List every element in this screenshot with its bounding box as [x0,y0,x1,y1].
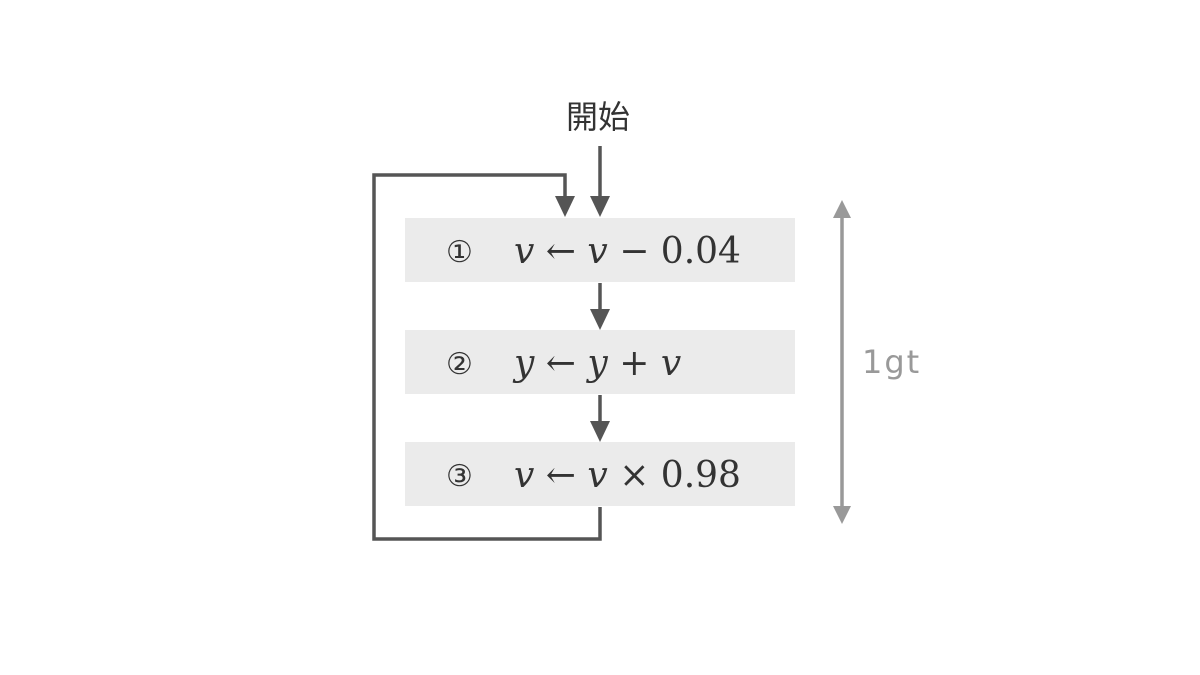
formula-operator: ← [534,455,587,496]
step-number-2: ② [446,347,473,382]
arrow-step1-to-step2 [590,283,610,330]
formula-variable: v [514,455,534,496]
formula-variable: v [587,455,607,496]
formula-operator: × 0.98 [608,455,741,496]
step-formula-1: v ← v − 0.04 [514,231,741,272]
step-number-3: ③ [446,459,473,494]
span-arrow [833,200,851,524]
step-box-2: ② y ← y + v [405,330,795,394]
span-label: 1gt [862,343,921,381]
formula-operator: − 0.04 [608,231,741,272]
formula-operator: ← [534,231,587,272]
step-formula-2: y ← y + v [512,343,681,384]
formula-variable: v [587,231,607,272]
entry-arrow [590,146,610,217]
formula-variable: y [585,343,608,384]
formula-operator: ← [534,343,587,384]
formula-operator: + [608,343,661,384]
step-box-3: ③ v ← v × 0.98 [405,442,795,506]
formula-variable: v [661,343,681,384]
step-formula-3: v ← v × 0.98 [514,455,741,496]
span-arrow-head-top [833,200,851,218]
formula-variable: v [514,231,534,272]
span-arrow-head-bottom [833,506,851,524]
arrow-step2-to-step3 [590,395,610,442]
formula-variable: y [512,343,535,384]
step-number-1: ① [446,235,473,270]
start-label: 開始 [566,98,630,136]
step-box-1: ① v ← v − 0.04 [405,218,795,282]
loop-back-arrow [372,173,602,541]
